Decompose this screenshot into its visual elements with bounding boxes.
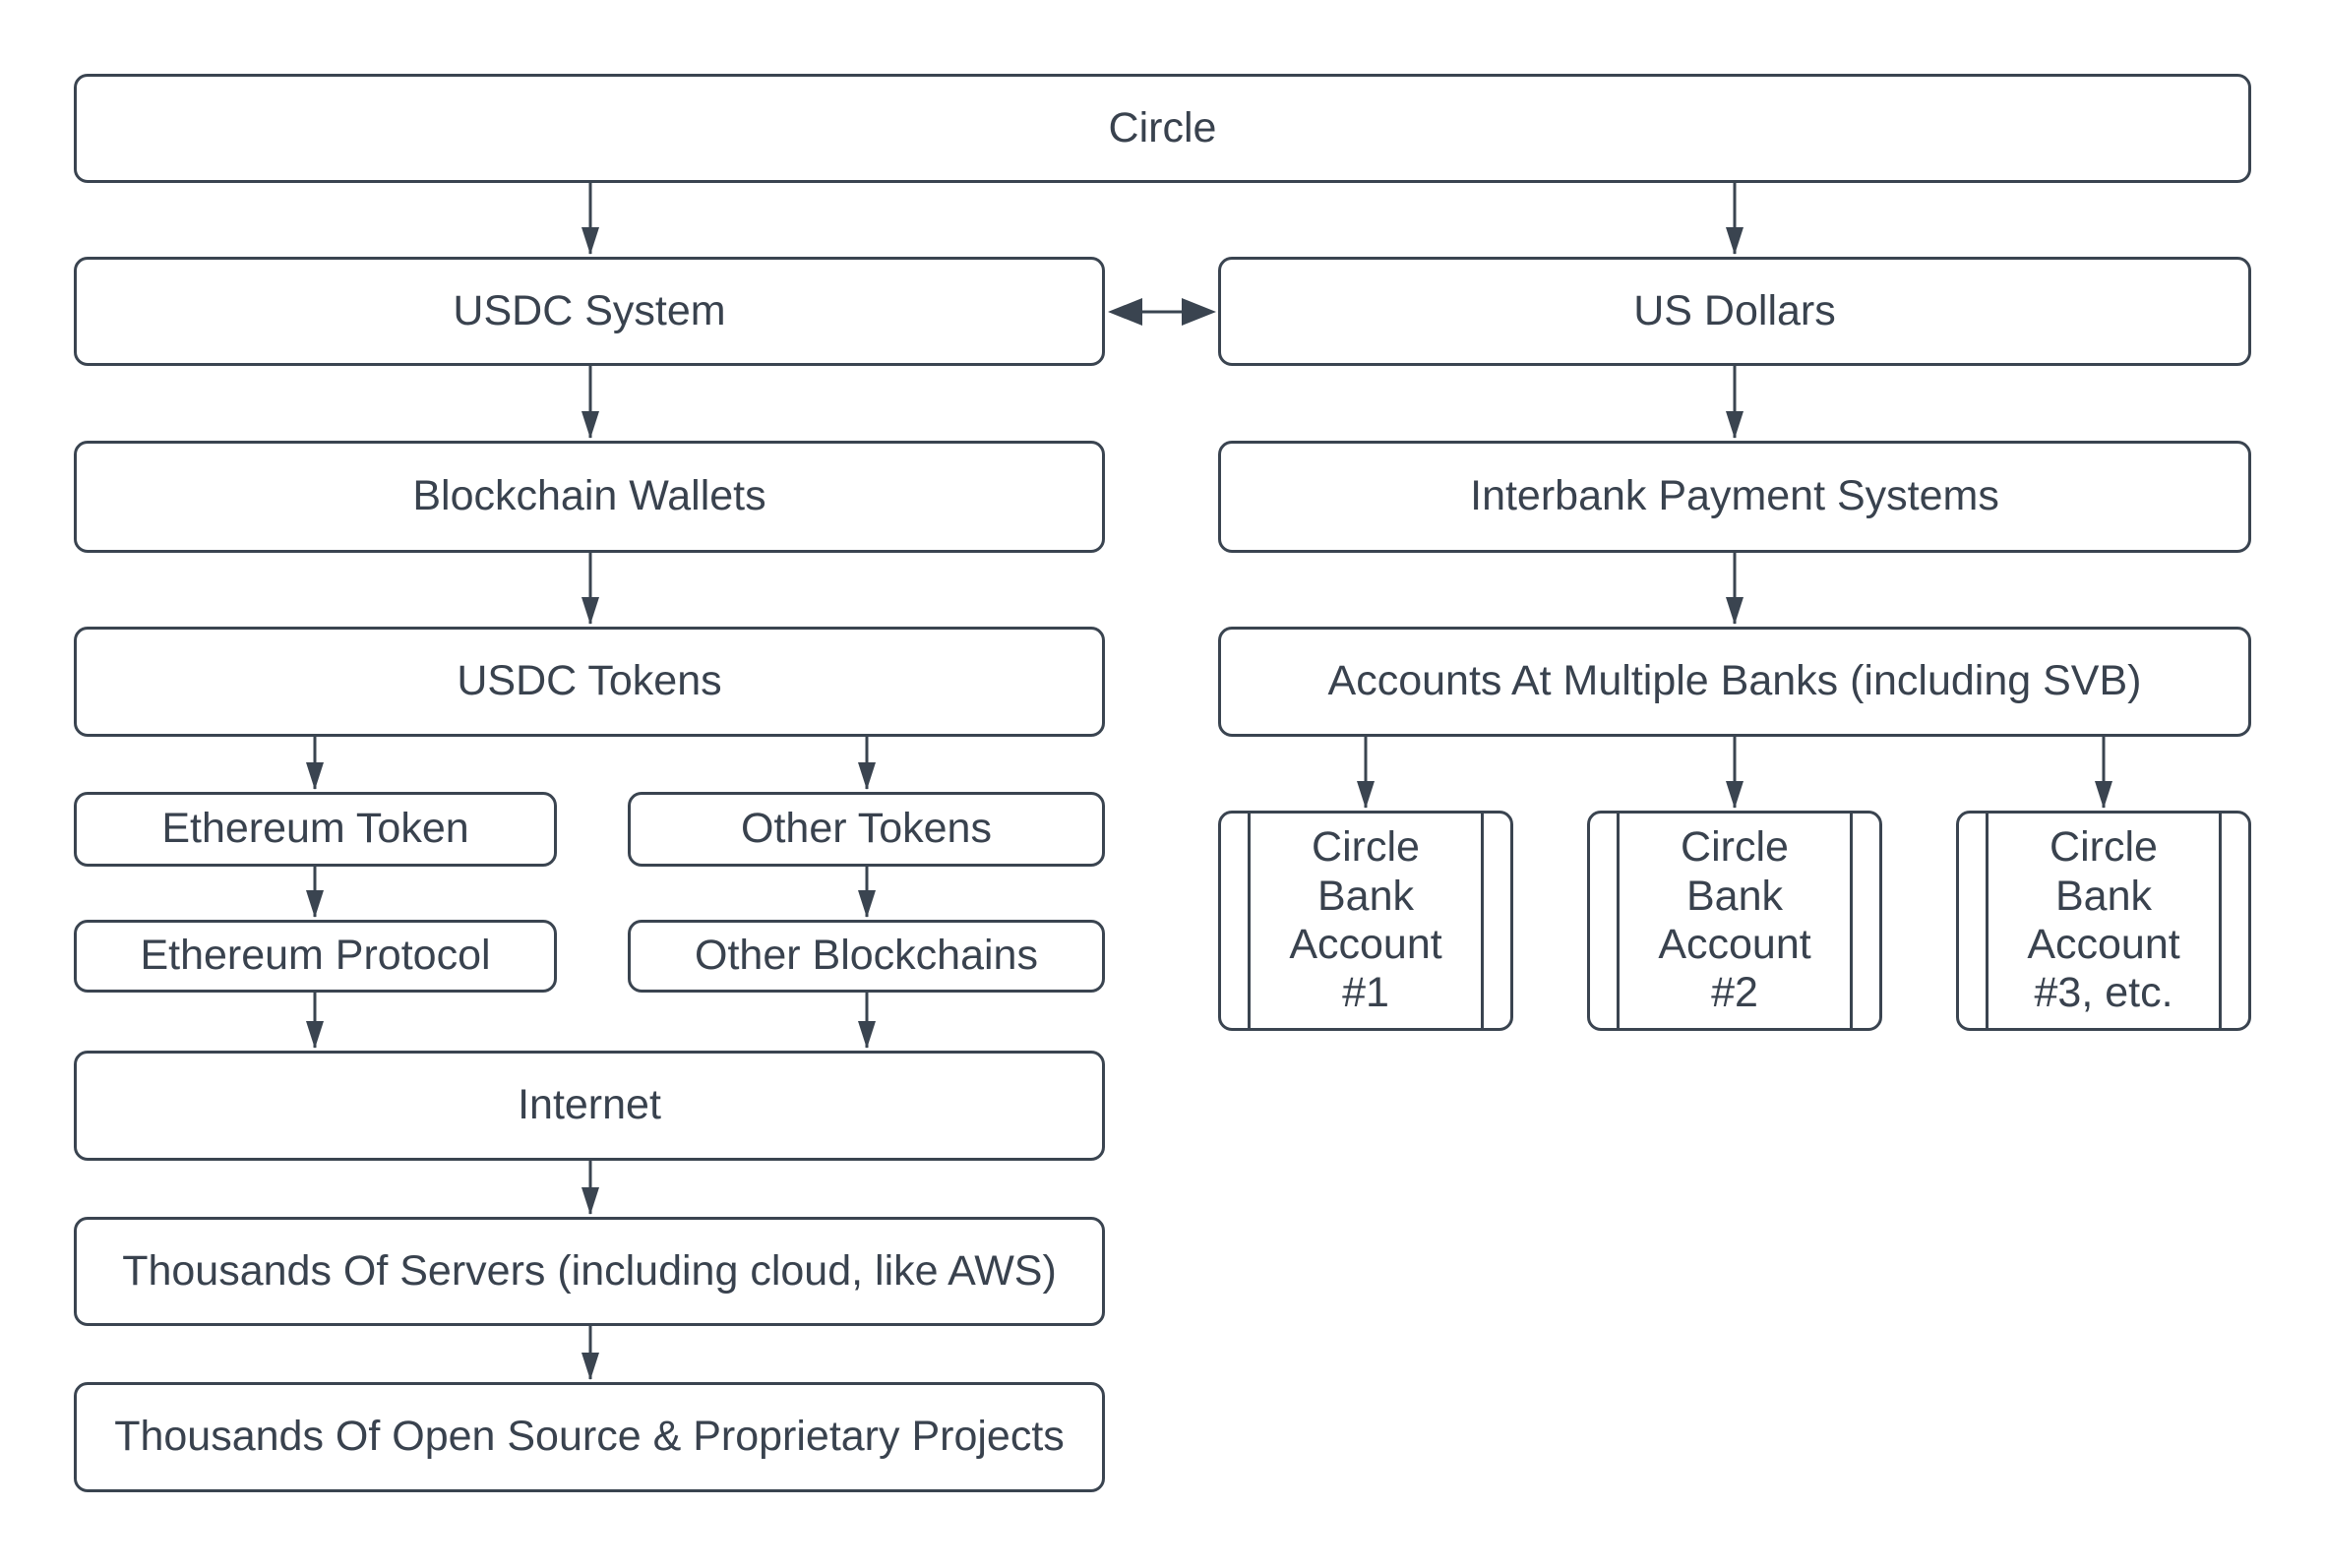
node-thousands-of-projects-label: Thousands Of Open Source & Proprietary P…: [114, 1413, 1065, 1461]
node-interbank-payment-systems: Interbank Payment Systems: [1218, 441, 2251, 553]
node-circle-bank-account-3: Circle Bank Account #3, etc.: [1956, 811, 2251, 1031]
node-usdc-tokens-label: USDC Tokens: [457, 657, 722, 705]
node-circle-bank-account-1-label: Circle Bank Account #1: [1289, 823, 1442, 1017]
node-us-dollars: US Dollars: [1218, 257, 2251, 366]
node-ethereum-protocol: Ethereum Protocol: [74, 920, 557, 993]
node-accounts-at-multiple-banks: Accounts At Multiple Banks (including SV…: [1218, 627, 2251, 737]
node-blockchain-wallets-label: Blockchain Wallets: [412, 472, 766, 520]
node-interbank-payment-systems-label: Interbank Payment Systems: [1470, 472, 1999, 520]
double-arrow-right-head: [1182, 298, 1216, 326]
node-us-dollars-label: US Dollars: [1633, 286, 1836, 334]
node-thousands-of-servers-label: Thousands Of Servers (including cloud, l…: [122, 1246, 1057, 1295]
node-internet: Internet: [74, 1051, 1105, 1161]
node-ethereum-token-label: Ethereum Token: [161, 805, 469, 853]
node-other-tokens: Other Tokens: [628, 792, 1105, 867]
node-accounts-at-multiple-banks-label: Accounts At Multiple Banks (including SV…: [1327, 657, 2142, 705]
node-blockchain-wallets: Blockchain Wallets: [74, 441, 1105, 553]
node-ethereum-token: Ethereum Token: [74, 792, 557, 867]
node-other-blockchains-label: Other Blockchains: [695, 932, 1038, 980]
node-circle-bank-account-2: Circle Bank Account #2: [1587, 811, 1882, 1031]
node-ethereum-protocol-label: Ethereum Protocol: [140, 932, 491, 980]
node-thousands-of-projects: Thousands Of Open Source & Proprietary P…: [74, 1382, 1105, 1492]
node-circle-bank-account-2-label: Circle Bank Account #2: [1658, 823, 1811, 1017]
node-other-blockchains: Other Blockchains: [628, 920, 1105, 993]
node-usdc-system-label: USDC System: [453, 286, 726, 334]
double-arrow-left-head: [1108, 298, 1142, 326]
node-circle-bank-account-3-label: Circle Bank Account #3, etc.: [2027, 823, 2180, 1017]
node-usdc-system: USDC System: [74, 257, 1105, 366]
node-thousands-of-servers: Thousands Of Servers (including cloud, l…: [74, 1217, 1105, 1326]
node-other-tokens-label: Other Tokens: [741, 805, 992, 853]
node-internet-label: Internet: [518, 1081, 661, 1129]
node-circle: Circle: [74, 74, 2251, 183]
node-usdc-tokens: USDC Tokens: [74, 627, 1105, 737]
node-circle-bank-account-1: Circle Bank Account #1: [1218, 811, 1513, 1031]
node-circle-label: Circle: [1108, 103, 1217, 151]
